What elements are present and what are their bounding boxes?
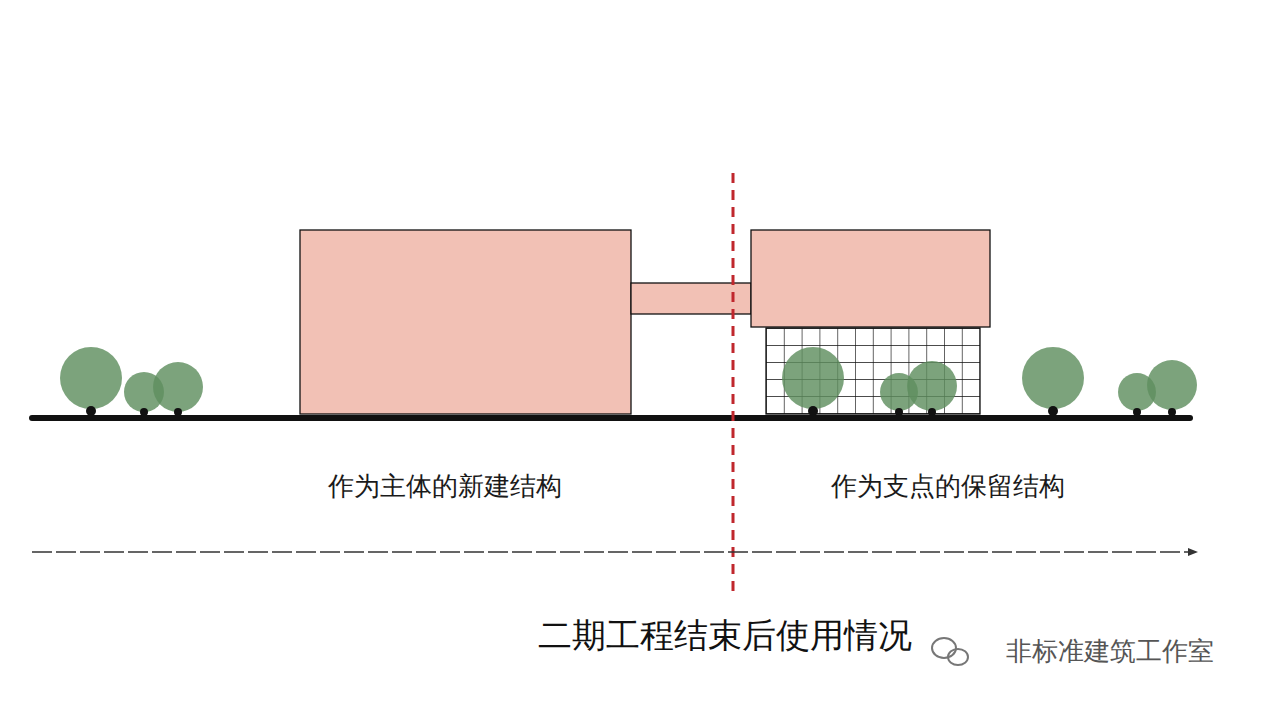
retained-building [751,230,990,327]
section-label: 作为主体的新建结构 [328,471,562,502]
watermark: 非标准建筑工作室 [1006,636,1214,667]
trees [60,347,1197,412]
grid-structure [766,328,980,414]
tree-bases [86,406,1176,416]
timeline [32,551,1190,552]
wechat-icon [932,638,968,665]
section-label: 作为支点的保留结构 [831,471,1065,502]
ground-line [32,415,1190,421]
divider-line [732,173,735,595]
new-building [300,230,631,414]
timeline-arrowhead [1188,548,1198,556]
caption: 二期工程结束后使用情况 [538,615,912,656]
